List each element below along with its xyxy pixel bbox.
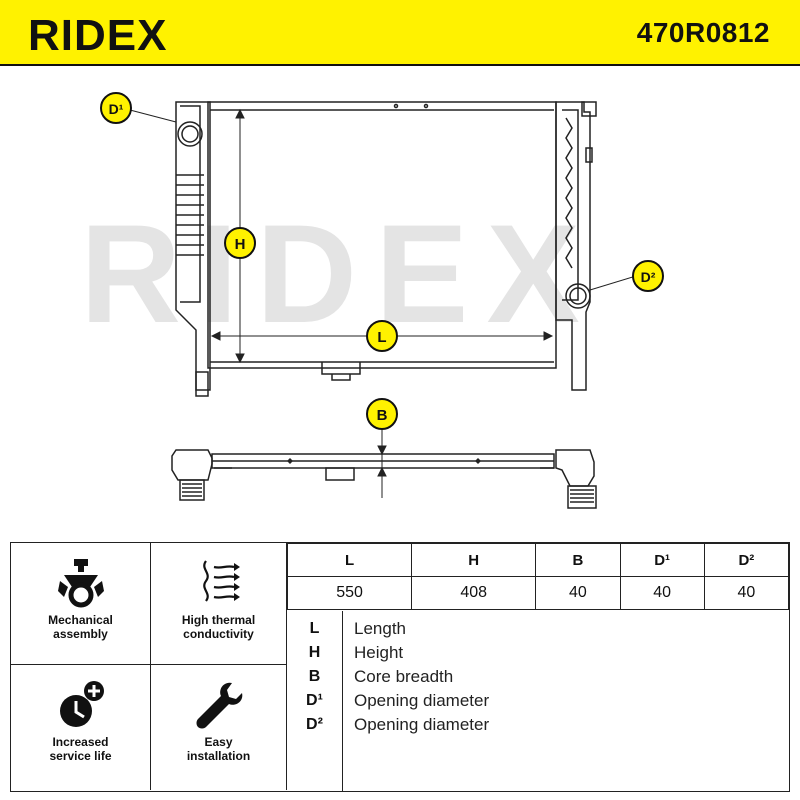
dim-value-d2: 40 bbox=[703, 576, 790, 610]
svg-text:L: L bbox=[377, 329, 386, 346]
increased-service-life-icon bbox=[59, 681, 104, 727]
dim-header-l: L bbox=[286, 543, 413, 577]
legend-code: D² bbox=[306, 716, 323, 733]
svg-text:D¹: D¹ bbox=[109, 101, 124, 117]
dimensions-value-row: 550 408 40 40 40 bbox=[286, 576, 790, 610]
radiator-drawing: RIDEX bbox=[80, 92, 664, 509]
high-thermal-conductivity-icon bbox=[202, 560, 240, 602]
watermark: RIDEX bbox=[80, 195, 598, 352]
header-bar: RIDEX 470R0812 bbox=[0, 0, 800, 66]
ridex-logo: RIDEX bbox=[28, 11, 167, 56]
marker-b: B bbox=[366, 398, 398, 430]
dim-header-d2: D² bbox=[703, 543, 790, 577]
dim-value-b: 40 bbox=[535, 576, 621, 610]
opening-d1 bbox=[177, 121, 203, 147]
legend-code: L bbox=[309, 620, 320, 637]
side-view-left-tank bbox=[171, 449, 213, 481]
dim-header-h: H bbox=[411, 543, 537, 577]
dim-value-d1: 40 bbox=[619, 576, 705, 610]
legend-description: Opening diameter bbox=[354, 715, 490, 734]
svg-text:D²: D² bbox=[641, 269, 656, 285]
side-view-right-tank bbox=[555, 449, 595, 487]
part-number: 470R0812 bbox=[636, 17, 770, 48]
dim-header-b: B bbox=[535, 543, 621, 577]
legend-row-b: B Core breadth bbox=[287, 665, 789, 689]
marker-d1: D¹ bbox=[100, 92, 132, 124]
right-tank bbox=[555, 101, 591, 391]
legend-description: Height bbox=[354, 643, 404, 662]
legend-description: Opening diameter bbox=[354, 691, 490, 710]
svg-text:H: H bbox=[235, 236, 246, 253]
dim-value-l: 550 bbox=[286, 576, 413, 610]
legend-description: Core breadth bbox=[354, 667, 454, 686]
legend-code: B bbox=[308, 668, 321, 685]
legend-code: H bbox=[308, 644, 321, 661]
legend-description: Length bbox=[354, 619, 406, 638]
technical-drawing: RIDEX bbox=[0, 66, 800, 540]
dim-header-d1: D¹ bbox=[619, 543, 705, 577]
legend-row-d2: D² Opening diameter bbox=[287, 713, 789, 737]
dimensions-table: L H B D¹ D² 550 408 40 40 40 bbox=[286, 543, 790, 610]
legend-row-h: H Height bbox=[287, 641, 789, 665]
marker-h: H bbox=[224, 227, 256, 259]
legend-divider bbox=[342, 611, 343, 791]
legend-row-d1: D¹ Opening diameter bbox=[287, 689, 789, 713]
legend-code: D¹ bbox=[306, 692, 323, 709]
easy-installation-icon bbox=[196, 682, 242, 729]
mechanical-assembly-icon bbox=[57, 559, 104, 608]
opening-d2 bbox=[565, 283, 591, 309]
marker-d2: D² bbox=[632, 260, 664, 292]
svg-text:B: B bbox=[377, 407, 388, 424]
dimensions-header-row: L H B D¹ D² bbox=[286, 543, 790, 577]
dimension-legend: L Length H Height B Core breadth D¹ Open… bbox=[287, 611, 789, 791]
marker-l: L bbox=[366, 320, 398, 352]
dim-value-h: 408 bbox=[411, 576, 537, 610]
brand-logo-text: RIDEX bbox=[28, 11, 167, 56]
legend-row-l: L Length bbox=[287, 617, 789, 641]
